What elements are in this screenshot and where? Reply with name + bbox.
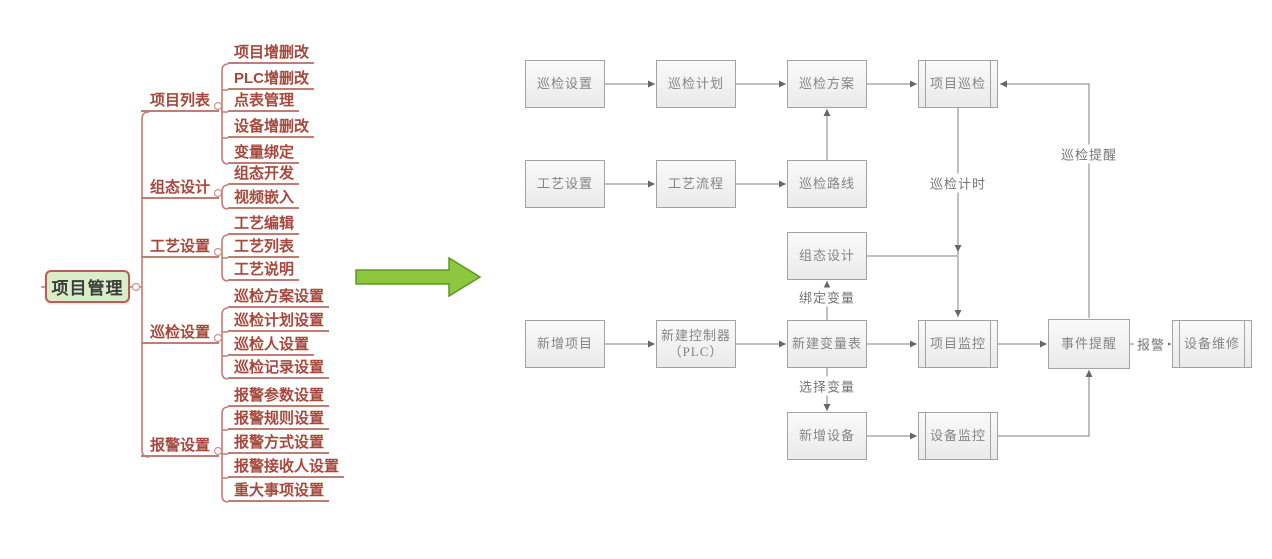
flow-node-label-line2: （PLC） [668,344,724,359]
mindmap-child-inspector-settings[interactable]: 巡检人设置 [228,336,315,356]
mindmap-child-inspect-record-settings[interactable]: 巡检记录设置 [228,359,330,379]
transform-arrow-icon [355,256,482,298]
mindmap-child-device-crud[interactable]: 设备增删改 [228,118,315,138]
mindmap-child-video-embed[interactable]: 视频嵌入 [228,189,300,209]
mindmap-child-variable-binding[interactable]: 变量绑定 [228,144,300,164]
mindmap-branch-inspect-settings[interactable]: 巡检设置 [141,324,219,344]
mindmap-spine-config-design [219,184,229,210]
flow-node-label: 新增项目 [536,336,593,351]
mindmap-branch-process-settings[interactable]: 工艺设置 [141,238,219,258]
collapse-handle-alarm-settings [213,446,223,456]
edge-label-select-variable: 选择变量 [795,376,859,396]
collapse-handle-config-design [213,188,223,198]
mindmap-branch-project-list[interactable]: 项目列表 [141,92,219,112]
flow-node-config-design[interactable]: 组态设计 [787,232,867,280]
mindmap-child-process-edit[interactable]: 工艺编辑 [228,215,300,235]
mindmap-child-config-develop[interactable]: 组态开发 [228,165,300,185]
mindmap-child-project-crud[interactable]: 项目增删改 [228,44,315,64]
mindmap-trunk [141,111,150,458]
collapse-handle-root [131,282,141,292]
mindmap-child-alarm-receiver-settings[interactable]: 报警接收人设置 [228,458,345,478]
mindmap-spine-alarm-settings [219,406,229,503]
flow-connectors [605,80,1171,440]
flow-node-label: 巡检设置 [536,76,593,91]
flow-node-project-monitor[interactable]: 项目监控 [918,320,998,368]
flow-node-label: 巡检路线 [798,176,855,191]
mindmap-child-major-event-settings[interactable]: 重大事项设置 [228,482,330,502]
flow-node-new-device[interactable]: 新增设备 [787,412,867,460]
flow-node-process-settings[interactable]: 工艺设置 [525,160,605,208]
flow-node-label: 巡检计划 [667,76,724,91]
flow-node-inspect-scheme[interactable]: 巡检方案 [787,60,867,108]
flow-node-inspect-plan[interactable]: 巡检计划 [656,60,736,108]
mindmap-child-inspect-scheme-settings[interactable]: 巡检方案设置 [228,288,330,308]
mindmap-child-alarm-rule-settings[interactable]: 报警规则设置 [228,410,330,430]
mindmap-branch-config-design[interactable]: 组态设计 [141,179,219,199]
mindmap-root-node[interactable]: 项目管理 [45,270,130,303]
edge-label-inspect-timer: 巡检计时 [926,173,990,193]
collapse-handle-process-settings [213,247,223,257]
flow-node-label: 项目监控 [929,336,986,351]
flow-node-label: 设备维修 [1183,336,1240,351]
flow-node-new-controller[interactable]: 新建控制器 （PLC） [656,320,736,368]
mindmap-child-inspect-plan-settings[interactable]: 巡检计划设置 [228,312,330,332]
edge-label-bind-variable: 绑定变量 [795,287,859,307]
mindmap-child-alarm-method-settings[interactable]: 报警方式设置 [228,434,330,454]
mindmap-spine-project-list [219,63,229,165]
flow-node-label: 项目巡检 [929,76,986,91]
flow-node-label: 工艺流程 [667,176,724,191]
mindmap-child-alarm-param-settings[interactable]: 报警参数设置 [228,387,330,407]
mindmap-child-process-list[interactable]: 工艺列表 [228,238,300,258]
mindmap-branch-alarm-settings[interactable]: 报警设置 [141,437,219,457]
flow-node-process-flow[interactable]: 工艺流程 [656,160,736,208]
flow-node-event-remind[interactable]: 事件提醒 [1048,319,1130,369]
flow-node-label: 设备监控 [929,428,986,443]
flow-node-inspect-settings[interactable]: 巡检设置 [525,60,605,108]
mindmap-collapse-handles[interactable] [131,101,223,456]
flow-node-label: 巡检方案 [798,76,855,91]
edge-label-alarm: 报警 [1133,334,1169,354]
mindmap-child-point-table-management[interactable]: 点表管理 [228,92,300,112]
mindmap-spine-process-settings [219,234,229,282]
flow-node-label: 工艺设置 [536,176,593,191]
flow-node-device-monitor[interactable]: 设备监控 [918,412,998,460]
collapse-handle-project-list [213,101,223,111]
mindmap-child-plc-crud[interactable]: PLC增删改 [228,70,315,90]
flow-node-inspect-route[interactable]: 巡检路线 [787,160,867,208]
edge-label-inspect-remind: 巡检提醒 [1057,144,1121,164]
flow-node-new-var-table[interactable]: 新建变量表 [787,320,867,368]
flow-node-label-line1: 新建控制器 [660,328,731,343]
flow-node-label: 新建变量表 [791,336,862,351]
collapse-handle-inspect-settings [213,333,223,343]
flow-node-label: 新增设备 [798,428,855,443]
flow-node-device-repair[interactable]: 设备维修 [1172,320,1252,368]
flow-node-label: 组态设计 [798,248,855,263]
flow-node-label: 事件提醒 [1060,336,1117,351]
flow-node-new-project[interactable]: 新增项目 [525,320,605,368]
mindmap-spine-inspect-settings [219,307,229,380]
flow-node-project-inspect[interactable]: 项目巡检 [918,60,998,108]
mindmap-child-process-description[interactable]: 工艺说明 [228,261,300,281]
